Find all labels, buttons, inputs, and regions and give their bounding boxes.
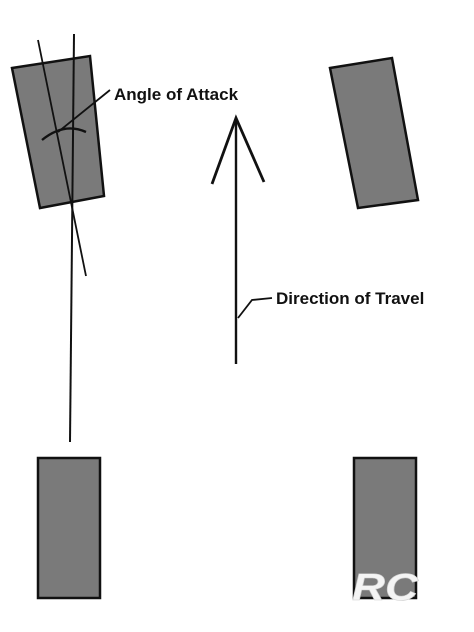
direction-label-leader (237, 297, 273, 319)
direction-of-travel-label: Direction of Travel (276, 289, 424, 308)
travel-reference-line (69, 33, 75, 443)
rear-left-tire (36, 456, 102, 600)
svg-text:RC: RC (352, 567, 419, 609)
rc-watermark-logo: RC (352, 567, 419, 610)
angle-label-leader (57, 89, 111, 133)
direction-arrow (210, 114, 266, 364)
front-right-tire (328, 56, 420, 210)
angle-arc (41, 127, 87, 141)
tire-heading-line (37, 39, 87, 277)
rear-right-tire (352, 456, 418, 600)
angle-of-attack-label: Angle of Attack (114, 85, 239, 104)
